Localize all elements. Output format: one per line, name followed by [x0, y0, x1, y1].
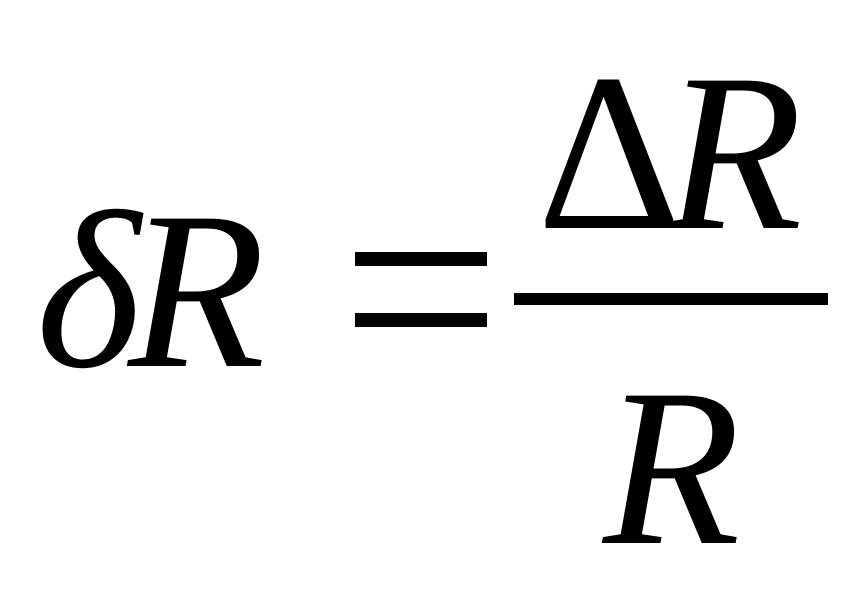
lhs-variable: R	[128, 165, 266, 415]
equals-top-bar	[355, 252, 487, 266]
relative-change-formula: δ R Δ R R	[36, 27, 828, 592]
equals-bottom-bar	[355, 313, 487, 327]
fraction-bar	[514, 293, 828, 305]
equals-sign	[355, 252, 487, 327]
numerator-delta-symbol: Δ	[537, 27, 682, 277]
numerator-variable: R	[665, 27, 803, 277]
denominator-variable: R	[603, 342, 741, 592]
lhs-delta-symbol: δ	[36, 165, 141, 415]
